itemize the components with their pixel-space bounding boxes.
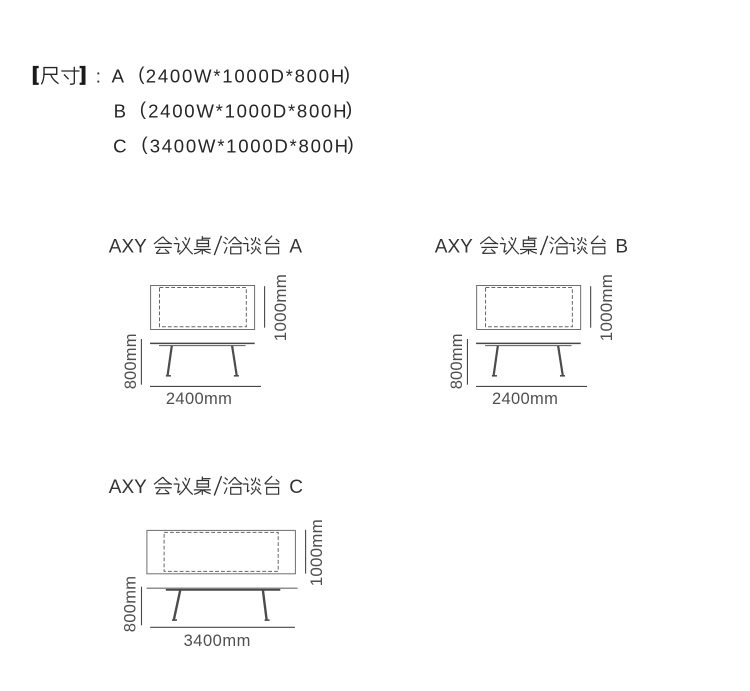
svg-text:800mm: 800mm <box>122 333 140 389</box>
svg-text:1000mm: 1000mm <box>307 519 326 586</box>
svg-text:2400mm: 2400mm <box>492 390 558 408</box>
svg-text:): ) <box>346 98 352 119</box>
svg-text:AXY: AXY <box>109 477 147 498</box>
svg-text:800mm: 800mm <box>448 333 466 389</box>
svg-text:C: C <box>113 135 126 156</box>
svg-text:A: A <box>112 66 125 87</box>
svg-text:(: ( <box>138 63 145 84</box>
svg-text:2400W*1000D*800H: 2400W*1000D*800H <box>146 66 346 87</box>
svg-text::: : <box>96 66 101 87</box>
svg-text:2400W*1000D*800H: 2400W*1000D*800H <box>148 100 348 121</box>
svg-text:2400mm: 2400mm <box>166 390 232 408</box>
svg-text:1000mm: 1000mm <box>597 274 616 341</box>
svg-text:): ) <box>348 133 354 154</box>
svg-text:(: ( <box>140 98 147 119</box>
svg-text:): ) <box>344 63 350 84</box>
svg-text:3400mm: 3400mm <box>184 632 251 650</box>
svg-text:(: ( <box>141 133 148 154</box>
svg-text:B: B <box>114 100 126 121</box>
svg-text:1000mm: 1000mm <box>271 274 290 341</box>
svg-text:AXY: AXY <box>435 237 473 258</box>
svg-text:3400W*1000D*800H: 3400W*1000D*800H <box>150 135 350 156</box>
svg-text:B: B <box>615 237 628 258</box>
svg-text:C: C <box>289 477 303 498</box>
svg-text:A: A <box>289 237 302 258</box>
svg-text:800mm: 800mm <box>122 576 140 633</box>
svg-text:AXY: AXY <box>109 237 147 258</box>
